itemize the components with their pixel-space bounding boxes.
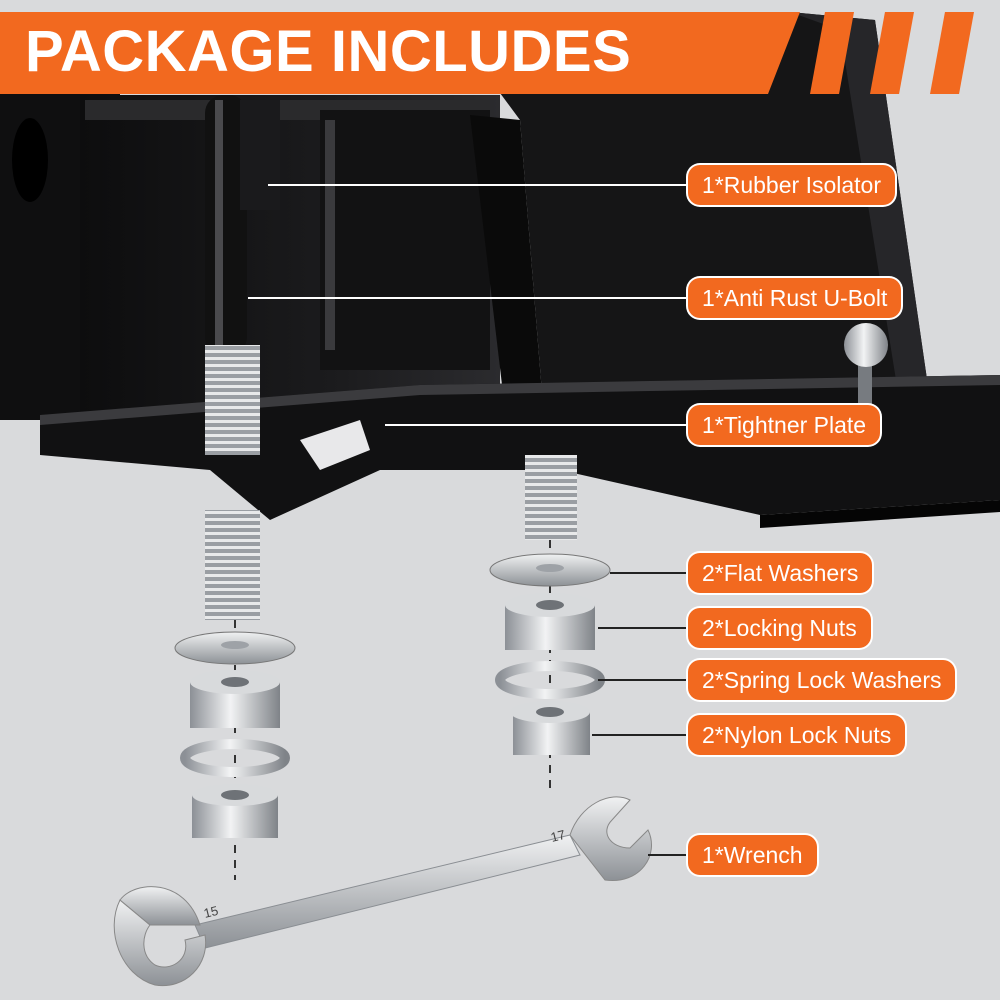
- page-title: PACKAGE INCLUDES: [25, 19, 632, 84]
- wrench-size-right: 17: [549, 827, 567, 845]
- header-banner: [0, 12, 800, 94]
- u-bolt: [205, 95, 577, 620]
- callout-wrench: 1*Wrench: [688, 835, 817, 875]
- callout-u-bolt: 1*Anti Rust U-Bolt: [688, 278, 902, 318]
- callout-flat-washers: 2*Flat Washers: [688, 553, 873, 593]
- wrench-size-left: 15: [202, 903, 220, 921]
- wrench: 15 17: [113, 796, 652, 987]
- header-stripes: [800, 12, 1000, 94]
- leader-lines: [248, 184, 688, 856]
- callout-rubber-isolator: 1*Rubber Isolator: [688, 165, 895, 205]
- right-hardware-stack: [489, 553, 611, 755]
- receiver-tube: [0, 90, 500, 425]
- callout-locking-nuts: 2*Locking Nuts: [688, 608, 871, 648]
- callout-spring-lock-washers: 2*Spring Lock Washers: [688, 660, 956, 700]
- callout-tightner-plate: 1*Tightner Plate: [688, 405, 881, 445]
- callout-nylon-lock-nuts: 2*Nylon Lock Nuts: [688, 715, 906, 755]
- left-hardware-stack: [174, 631, 296, 838]
